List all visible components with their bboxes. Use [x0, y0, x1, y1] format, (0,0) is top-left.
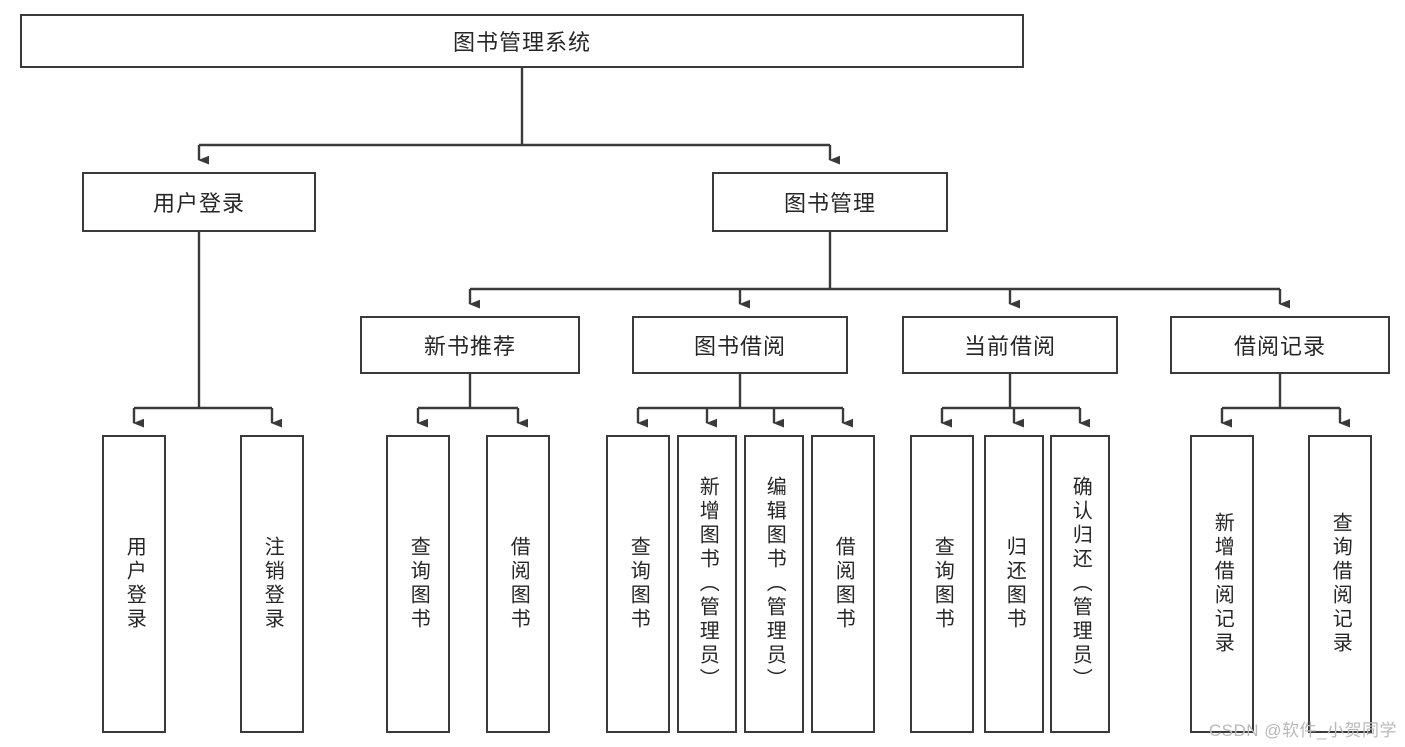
node-label-leaf-borrow-book-2: 借阅图书	[832, 536, 855, 632]
node-label-current-borrow: 当前借阅	[963, 334, 1056, 359]
node-leaf-borrow-book-2[interactable]: 借阅图书	[811, 435, 875, 733]
node-label-leaf-confirm-return: 确认归还（管理员）	[1069, 476, 1092, 692]
node-leaf-add-record[interactable]: 新增借阅记录	[1190, 435, 1254, 733]
node-new-book-rec[interactable]: 新书推荐	[360, 316, 580, 374]
node-current-borrow[interactable]: 当前借阅	[902, 316, 1118, 374]
node-leaf-return-book[interactable]: 归还图书	[984, 435, 1044, 733]
node-label-book-borrow: 图书借阅	[693, 334, 786, 359]
node-label-leaf-logout: 注销登录	[261, 536, 284, 632]
node-label-leaf-query-record: 查询借阅记录	[1329, 512, 1352, 656]
node-borrow-record[interactable]: 借阅记录	[1170, 316, 1390, 374]
node-leaf-user-login[interactable]: 用户登录	[102, 435, 166, 733]
node-label-new-book-rec: 新书推荐	[423, 334, 516, 359]
node-leaf-edit-book[interactable]: 编辑图书（管理员）	[744, 435, 804, 733]
node-leaf-query-book-1[interactable]: 查询图书	[386, 435, 450, 733]
node-label-user-login: 用户登录	[152, 191, 245, 216]
node-leaf-add-book[interactable]: 新增图书（管理员）	[677, 435, 737, 733]
node-leaf-query-book-2[interactable]: 查询图书	[606, 435, 670, 733]
node-leaf-confirm-return[interactable]: 确认归还（管理员）	[1050, 435, 1110, 733]
node-label-book-manage: 图书管理	[783, 191, 876, 216]
node-label-leaf-user-login: 用户登录	[123, 536, 146, 632]
node-label-leaf-query-book-1: 查询图书	[407, 536, 430, 632]
node-label-root: 图书管理系统	[452, 30, 591, 55]
node-label-borrow-record: 借阅记录	[1233, 334, 1326, 359]
node-book-borrow[interactable]: 图书借阅	[632, 316, 848, 374]
node-label-leaf-borrow-book-1: 借阅图书	[507, 536, 530, 632]
node-leaf-borrow-book-1[interactable]: 借阅图书	[486, 435, 550, 733]
node-label-leaf-return-book: 归还图书	[1003, 536, 1026, 632]
node-label-leaf-add-book: 新增图书（管理员）	[696, 476, 719, 692]
node-label-leaf-edit-book: 编辑图书（管理员）	[763, 476, 786, 692]
node-book-manage[interactable]: 图书管理	[712, 172, 948, 232]
watermark: CSDN @软件_小贺同学	[1208, 721, 1397, 740]
node-root[interactable]: 图书管理系统	[20, 14, 1024, 68]
node-label-leaf-query-book-3: 查询图书	[931, 536, 954, 632]
node-label-leaf-add-record: 新增借阅记录	[1211, 512, 1234, 656]
node-leaf-logout[interactable]: 注销登录	[240, 435, 304, 733]
node-label-leaf-query-book-2: 查询图书	[627, 536, 650, 632]
node-leaf-query-book-3[interactable]: 查询图书	[910, 435, 974, 733]
node-leaf-query-record[interactable]: 查询借阅记录	[1308, 435, 1372, 733]
node-user-login[interactable]: 用户登录	[82, 172, 316, 232]
